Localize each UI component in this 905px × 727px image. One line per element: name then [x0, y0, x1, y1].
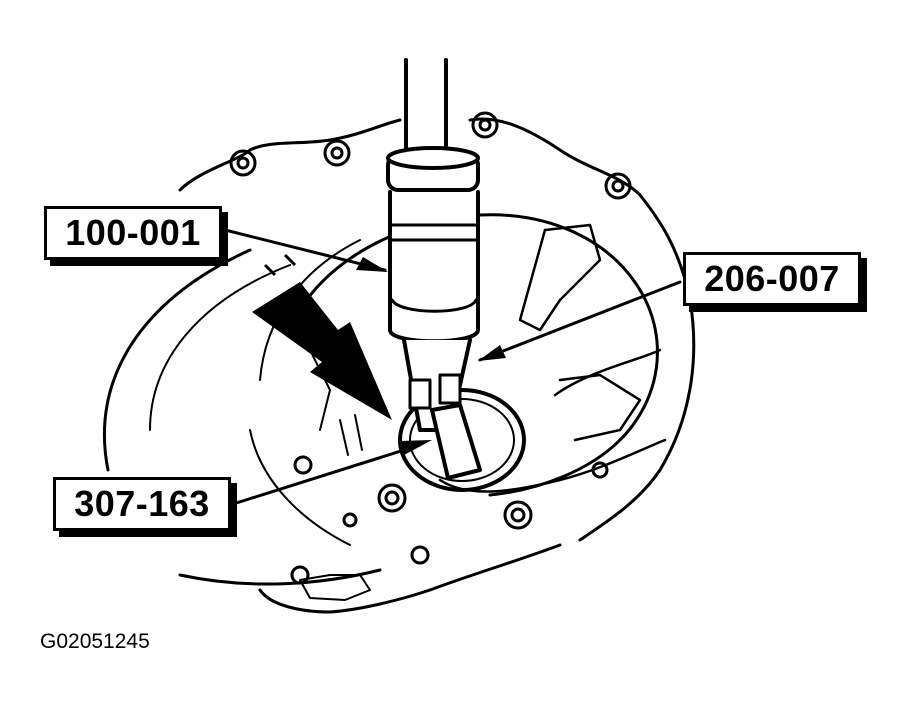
arrowhead-307-163: [399, 440, 432, 455]
leader-100-001: [223, 228, 387, 272]
case-outer-arc: [103, 248, 252, 472]
case-inner-arc: [149, 264, 291, 431]
figure-id: G02051245: [40, 630, 150, 653]
seal-bore: [398, 388, 526, 492]
leader-206-007: [478, 280, 682, 362]
arrowhead-206-007: [478, 345, 506, 361]
callout-307-163: 307-163: [53, 477, 231, 531]
callout-100-001: 100-001: [44, 206, 222, 260]
tool-307-163-installer: [430, 403, 482, 480]
callout-206-007: 206-007: [683, 252, 861, 306]
housing-flange-right: [578, 298, 696, 542]
case-lower-arc: [178, 568, 382, 586]
leader-307-163: [228, 443, 422, 507]
tool-shaft: [404, 58, 448, 160]
direction-arrow: [252, 282, 392, 420]
tool-100-001-body: [388, 190, 480, 344]
housing-flange-top: [178, 117, 692, 302]
housing-flange-bottom: [258, 543, 562, 614]
arrowhead-100-001: [356, 257, 388, 272]
